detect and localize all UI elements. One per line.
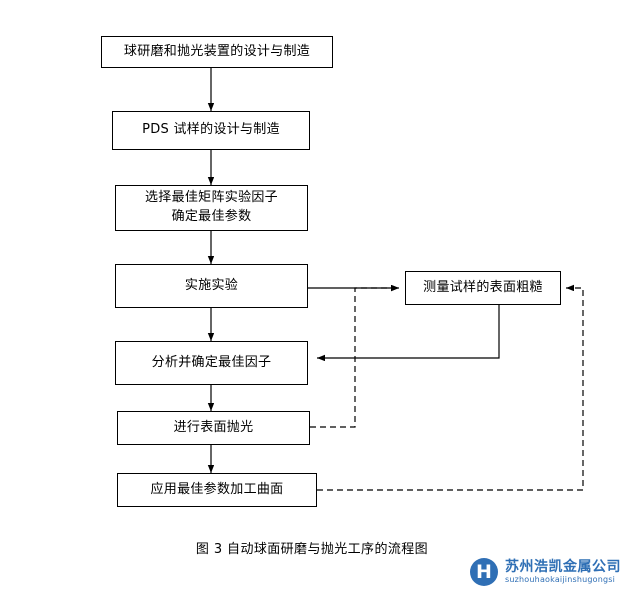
node-analyze-best-factors[interactable]: 分析并确定最佳因子 [115,341,308,385]
edge-polish-to-measure [310,284,399,428]
company-logo-text: 苏州浩凯金属公司 suzhouhaokaijinshugongsi [505,560,621,584]
company-name-pinyin: suzhouhaokaijinshugongsi [505,574,616,584]
company-name-cn: 苏州浩凯金属公司 [505,558,621,575]
node-machine-curved-surface[interactable]: 应用最佳参数加工曲面 [117,473,317,507]
edge-measure-to-analyze [317,305,500,362]
node-measure-roughness[interactable]: 测量试样的表面粗糙 [405,271,561,305]
company-watermark: H 苏州浩凯金属公司 suzhouhaokaijinshugongsi [470,558,621,586]
edge-machine-to-measure [317,284,584,491]
node-design-manufacture-device[interactable]: 球研磨和抛光装置的设计与制造 [101,36,333,68]
node-pds-specimen[interactable]: PDS 试样的设计与制造 [112,111,310,150]
node-run-experiment[interactable]: 实施实验 [115,264,308,308]
company-logo-icon: H [470,558,498,586]
figure-caption: 图 3 自动球面研磨与抛光工序的流程图 [195,542,429,557]
node-select-matrix-factors[interactable]: 选择最佳矩阵实验因子 确定最佳参数 [115,185,308,231]
node-surface-polishing[interactable]: 进行表面抛光 [117,411,310,445]
